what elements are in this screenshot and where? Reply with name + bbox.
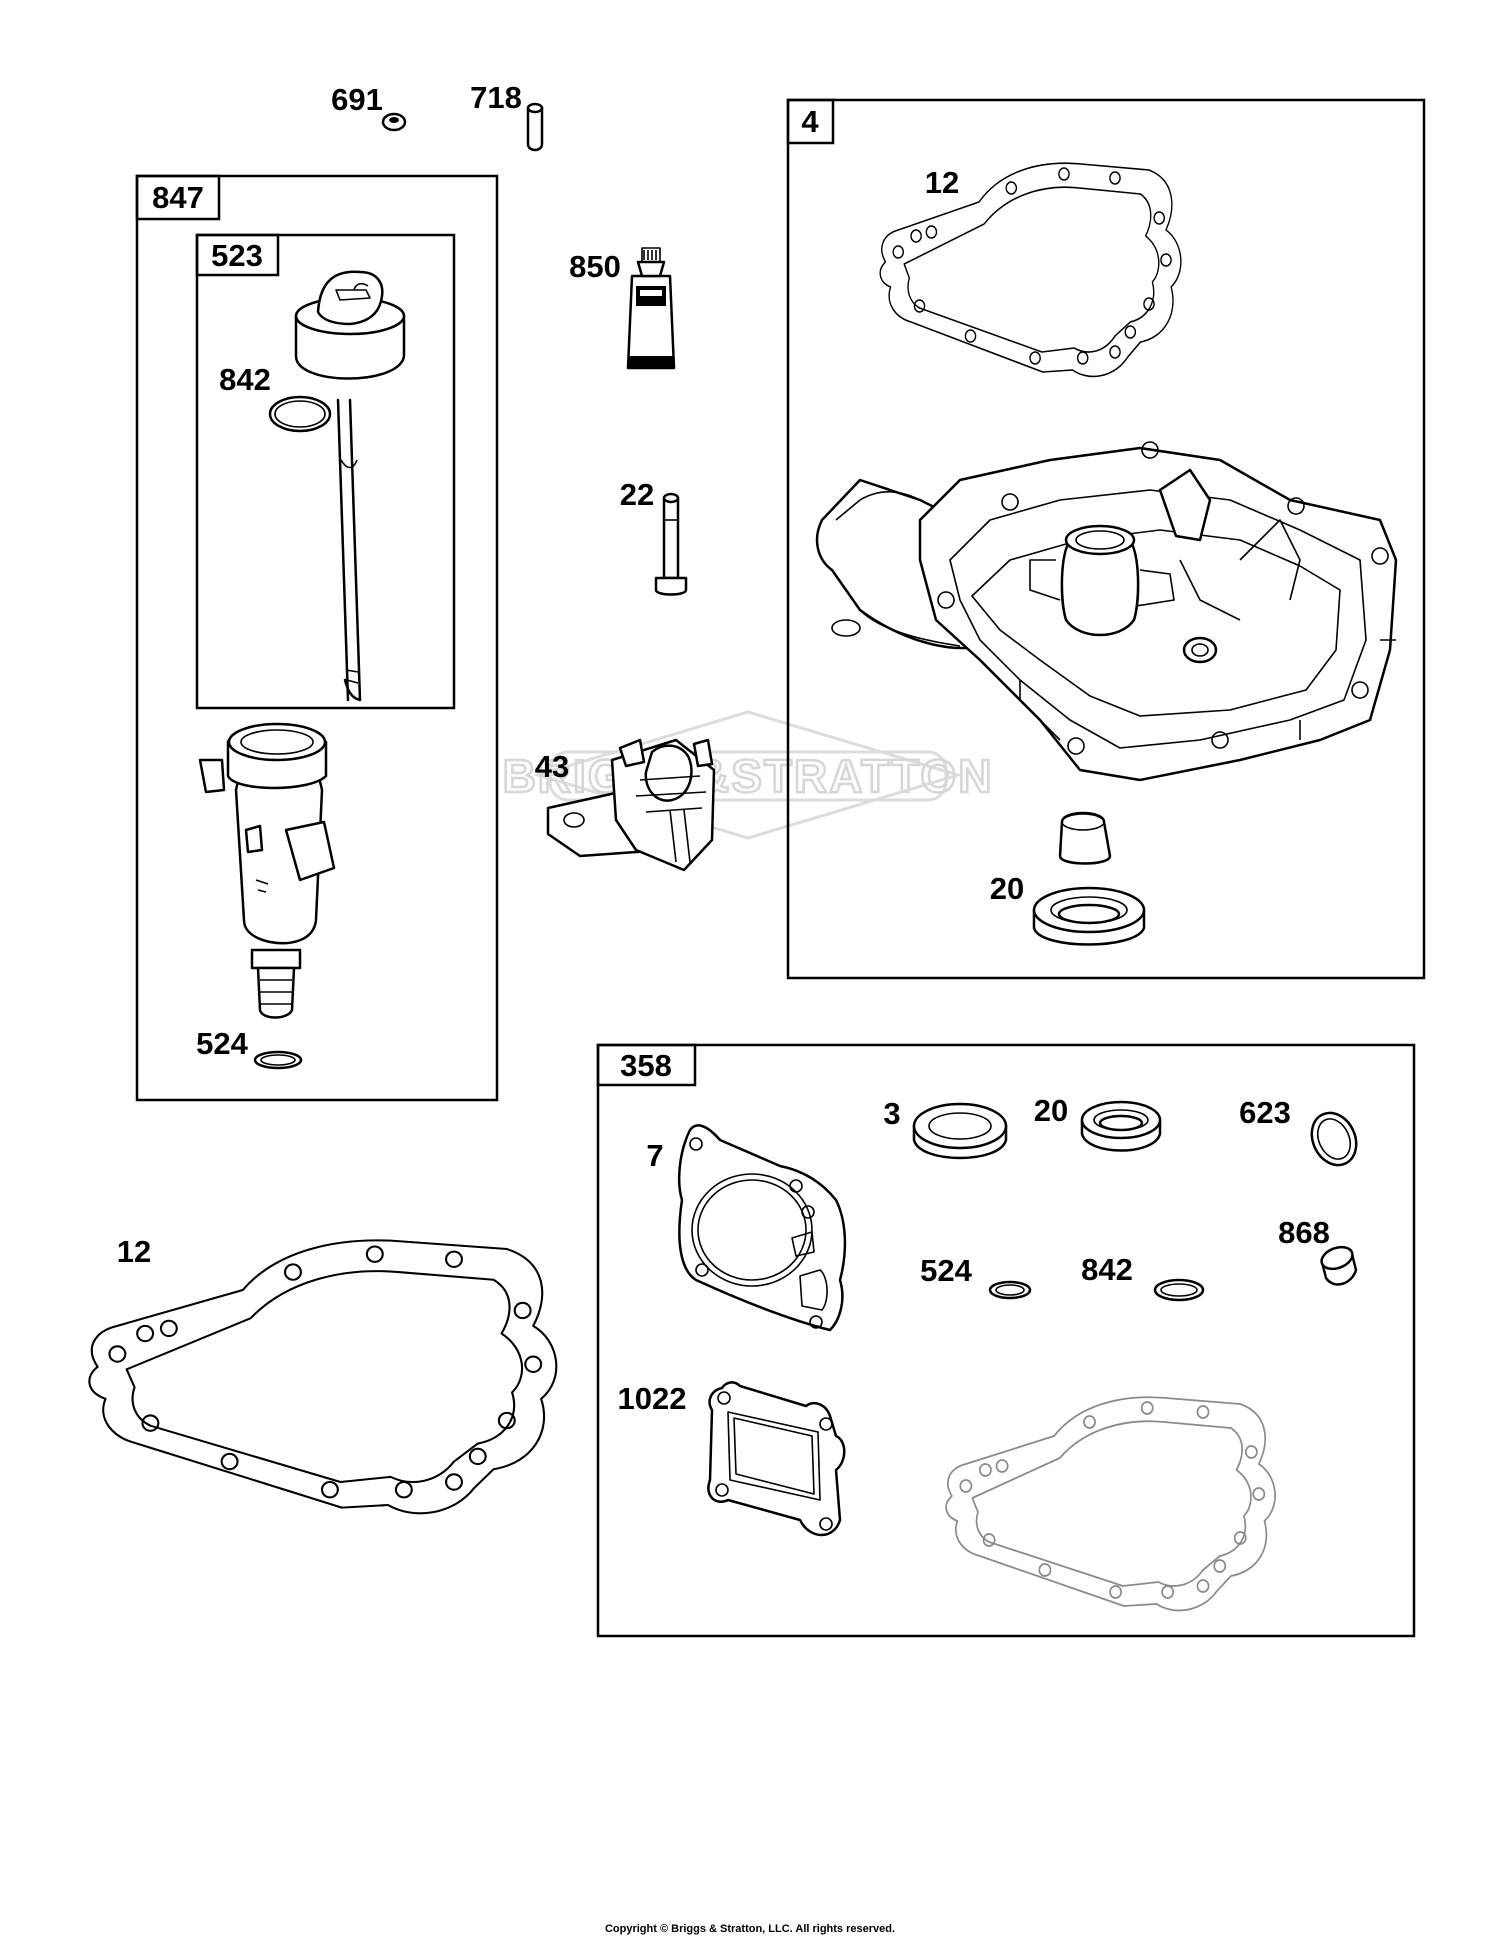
briggs-stratton-watermark: BRIGGS&STRATTON: [501, 710, 994, 840]
o-ring-842-icon: [268, 395, 332, 433]
part-label-43: 43: [535, 749, 569, 784]
washer-691-icon: [381, 112, 407, 132]
bolt-22-icon: [654, 492, 688, 596]
oil-seal-20-kit-icon: [1080, 1100, 1162, 1152]
kit-523-label: 523: [211, 238, 263, 273]
watermark-text: BRIGGS&STRATTON: [503, 750, 994, 802]
kit-847-label: 847: [152, 180, 204, 215]
gasket-kit-gray-icon: [945, 1396, 1276, 1612]
part-label-1022: 1022: [618, 1381, 687, 1416]
part-label-524: 524: [196, 1026, 248, 1061]
part-label-850: 850: [569, 249, 621, 284]
part-label-22: 22: [620, 477, 654, 512]
part-label-3: 3: [883, 1096, 900, 1131]
intake-gasket-1022-icon: [707, 1381, 846, 1537]
dipstick-tube-icon: [198, 722, 336, 1019]
part-label-12-top: 12: [925, 165, 959, 200]
dowel-pin-718-icon: [526, 102, 544, 152]
part-label-691: 691: [331, 82, 383, 117]
part-label-868: 868: [1278, 1215, 1330, 1250]
bushing-cap-icon: [1058, 811, 1112, 865]
cup-plug-868-icon: [1320, 1245, 1358, 1286]
kit-358-label: 358: [620, 1048, 672, 1083]
part-label-524-kit: 524: [920, 1253, 972, 1288]
part-label-718: 718: [470, 80, 522, 115]
o-ring-842-kit-icon: [1153, 1278, 1205, 1302]
oil-seal-20-top-icon: [1032, 886, 1146, 946]
crankcase-sump-icon: [815, 441, 1398, 782]
o-ring-524-icon: [253, 1050, 303, 1070]
part-label-623: 623: [1239, 1095, 1291, 1130]
part-label-20-top: 20: [990, 871, 1024, 906]
o-ring-524-kit-icon: [988, 1280, 1032, 1300]
copyright-text: Copyright © Briggs & Stratton, LLC. All …: [605, 1923, 895, 1935]
kit-358-box: 358 3 20 623 7: [596, 1043, 1416, 1638]
part-label-7: 7: [646, 1138, 663, 1173]
o-ring-623-icon: [1310, 1111, 1358, 1167]
oil-seal-3-icon: [912, 1102, 1008, 1160]
gasket-12-loose-icon: [88, 1239, 558, 1515]
part-label-842-kit: 842: [1081, 1252, 1133, 1287]
kit-4-box: 4 12: [786, 98, 1426, 980]
sealant-tube-850-icon: [626, 247, 676, 370]
part-label-20-kit: 20: [1034, 1093, 1068, 1128]
kit-847-box: 847 523 842: [135, 174, 499, 1102]
part-label-842: 842: [219, 362, 271, 397]
governor-assembly-43-icon: [546, 738, 716, 872]
kit-4-label: 4: [801, 104, 819, 139]
dipstick-icon: [294, 270, 406, 702]
head-gasket-7-icon: [677, 1124, 847, 1332]
part-label-12-loose: 12: [117, 1234, 151, 1269]
